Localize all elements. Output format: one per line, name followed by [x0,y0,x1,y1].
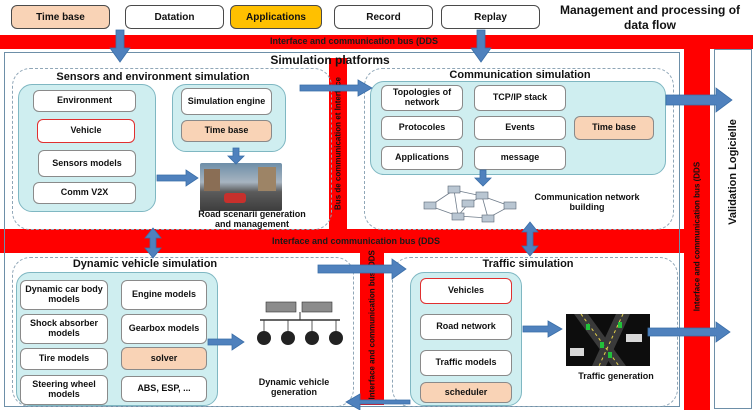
arrow-tabs-to-communication [470,29,492,63]
road-network-box: Road network [420,314,512,340]
arrow-bus-to-dynamic [345,393,411,410]
protocoles-box: Protocoles [381,116,463,140]
comm-v2x-box: Comm V2X [33,182,136,204]
communication-caption: Communication network building [534,192,640,213]
tab-applications[interactable]: Applications [230,5,322,29]
top-bus-label: Interface and communication bus (DDS [270,36,439,46]
steering-wheel-box: Steering wheel models [20,375,108,405]
top-bus-bar [0,35,753,49]
arrow-tabs-to-sensors [109,29,131,63]
middle-bus-label: Interface and communication bus (DDS [272,236,441,246]
vertical-bus-upper [329,58,347,230]
shock-absorber-box: Shock absorber models [20,314,108,344]
arrow-traffic-to-validation [647,321,731,343]
sensors-caption: Road scenarii generation and management [198,209,306,230]
platforms-title: Simulation platforms [270,53,390,67]
solver-box: solver [121,347,207,370]
arrow-sensors-dynamic [144,227,162,259]
abs-esp-box: ABS, ESP, ... [121,376,207,402]
vehicles-box: Vehicles [420,278,512,304]
sensors-time-base-box: Time base [181,120,272,142]
middle-bus-bar [0,229,696,253]
tire-models-box: Tire models [20,348,108,370]
vertical-bus-lower [360,253,384,405]
events-box: Events [474,116,566,140]
arrow-solver-to-vehicle [207,333,245,351]
dynamic-title: Dynamic vehicle simulation [72,258,218,270]
arrow-communication-traffic [521,221,539,257]
scheduler-box: scheduler [420,382,512,403]
vertical-bus-right [684,49,710,410]
road-scene-image [200,163,282,211]
vehicle-dynamics-image [257,301,343,345]
traffic-caption: Traffic generation [578,371,654,381]
communication-time-base-box: Time base [574,116,654,140]
arrow-dynamic-to-traffic [317,258,407,280]
arrow-sensors-to-road [156,169,199,187]
engine-models-box: Engine models [121,280,207,310]
message-box: message [474,146,566,170]
sensors-title: Sensors and environment simulation [56,71,250,83]
dynamic-section [12,257,354,407]
traffic-title: Traffic simulation [482,258,574,270]
dynamic-car-body-box: Dynamic car body models [20,280,108,310]
vehicle-box: Vehicle [37,119,135,143]
communication-title: Communication simulation [449,69,591,81]
tab-datation[interactable]: Datation [125,5,224,29]
sensors-section [12,68,332,230]
arrow-communication-to-validation [665,87,733,113]
header-title: Management and processing of data flow [559,3,741,32]
sensors-models-box: Sensors models [38,150,136,177]
environment-box: Environment [33,90,136,112]
dynamic-caption: Dynamic vehicle generation [258,377,330,398]
topologies-box: Topologies of network [381,85,463,111]
applications-box: Applications [381,146,463,170]
tcp-ip-box: TCP/IP stack [474,85,566,111]
tab-time-base[interactable]: Time base [11,5,110,29]
platforms-frame [4,52,680,407]
arrow-engine-to-road [227,147,245,165]
tab-record[interactable]: Record [334,5,433,29]
tab-replay[interactable]: Replay [441,5,540,29]
gearbox-models-box: Gearbox models [121,314,207,344]
communication-section [364,68,674,230]
arrow-road-to-traffic [522,320,563,338]
arrow-sensors-to-communication [299,79,373,97]
traffic-models-box: Traffic models [420,350,512,376]
network-graph-image [423,185,517,223]
arrow-message-to-network [474,169,492,187]
traffic-image [566,314,650,366]
simulation-engine-box: Simulation engine [181,88,272,115]
